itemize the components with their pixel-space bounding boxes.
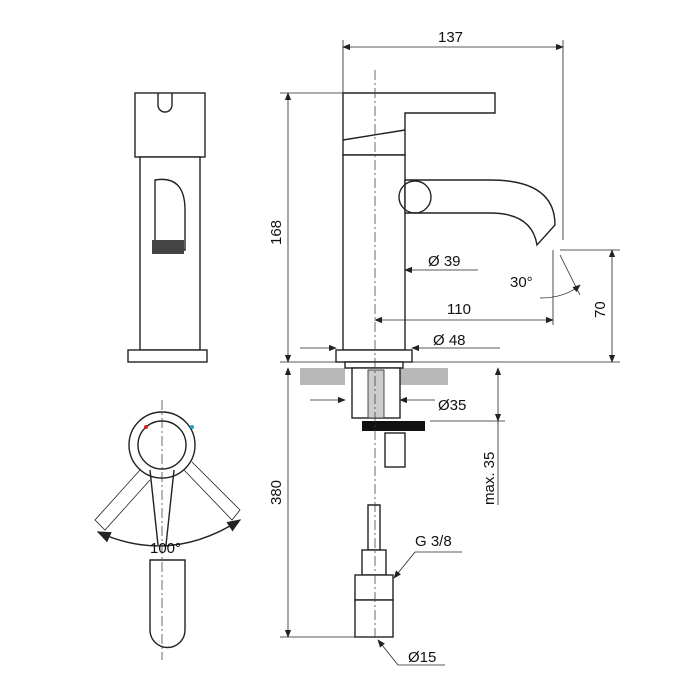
dimension-lines xyxy=(280,40,620,666)
label-hose-thread: G 3/8 xyxy=(415,533,452,550)
label-base-diameter: Ø 48 xyxy=(433,332,466,349)
side-view xyxy=(127,92,208,363)
label-overall-width: 137 xyxy=(438,29,463,46)
label-spout-angle: 30° xyxy=(510,274,533,291)
label-height: 168 xyxy=(268,220,285,245)
counter-right xyxy=(400,368,448,385)
label-hose-diameter: Ø15 xyxy=(408,649,436,666)
hot-indicator xyxy=(144,425,148,429)
label-hose-length: 380 xyxy=(268,480,285,505)
front-view xyxy=(300,70,556,640)
label-body-diameter: Ø 39 xyxy=(428,253,461,270)
cold-indicator xyxy=(190,425,194,429)
label-hole-diameter: Ø35 xyxy=(438,397,466,414)
label-handle-rotation: 100° xyxy=(150,540,181,557)
top-view: 100° xyxy=(94,400,242,660)
label-spout-height: 70 xyxy=(592,301,609,318)
counter-left xyxy=(300,368,345,385)
label-spout-reach: 110 xyxy=(447,301,471,318)
label-max-thickness: max. 35 xyxy=(481,452,498,505)
